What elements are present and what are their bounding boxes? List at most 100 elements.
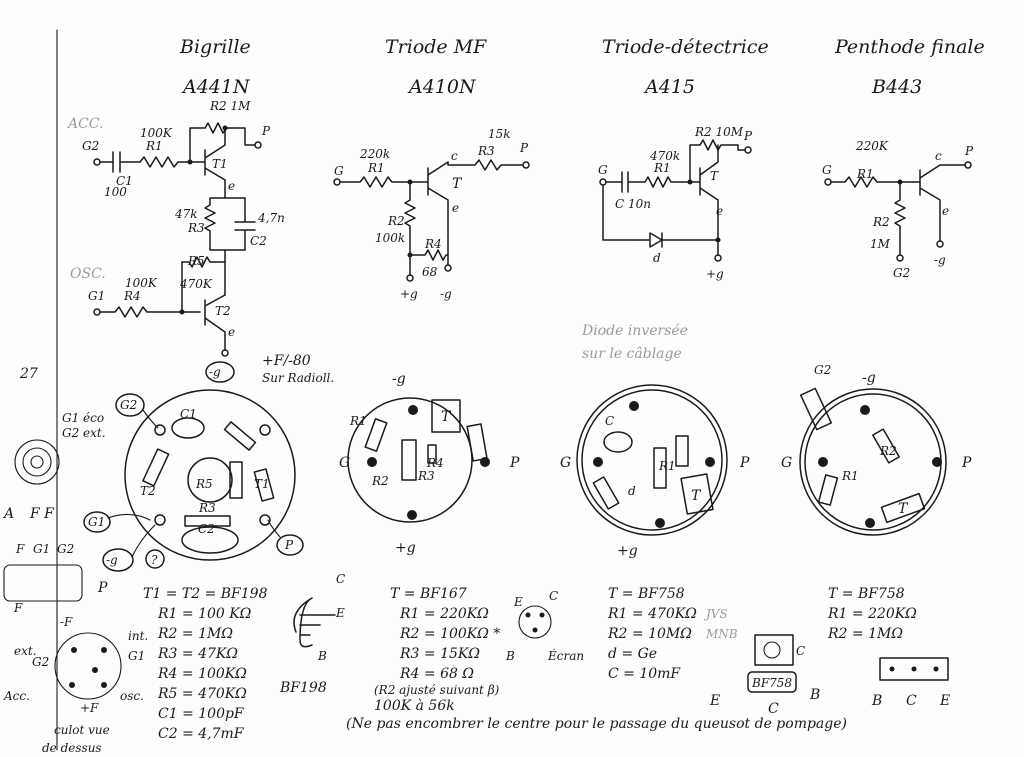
r2-value-2: 100k xyxy=(375,231,405,245)
parts1-line-5: R5 = 470KΩ xyxy=(157,686,247,702)
t1-p-label: P xyxy=(261,124,271,138)
base1-g2-bubble: G2 xyxy=(120,398,137,412)
e-label-4: e xyxy=(942,204,949,218)
col1-ref: A441N xyxy=(181,76,251,98)
g2-terminal xyxy=(93,158,101,166)
pin-f-top: F xyxy=(15,542,25,556)
pin-osc: osc. xyxy=(120,689,144,703)
bf758-name: BF758 xyxy=(751,676,792,690)
c1-value: 100 xyxy=(104,185,127,199)
base3-d: d xyxy=(628,484,636,498)
r4-resistor xyxy=(99,306,201,318)
base1-g-bubble: -g xyxy=(106,553,118,567)
r1-label: R1 xyxy=(145,139,163,153)
r5-value: 470K xyxy=(179,277,213,291)
parts3-line-2: R2 = 10MΩ xyxy=(607,626,692,642)
base3-c: C xyxy=(605,414,614,428)
parts4-line-1: R1 = 220KΩ xyxy=(827,606,917,622)
base1-g1-bubble: G1 xyxy=(88,515,105,529)
parts2-line-2: R2 = 100KΩ * xyxy=(399,626,500,642)
base2-minus-g: -g xyxy=(392,371,406,387)
r2-label-2: R2 xyxy=(387,214,405,228)
r4-value: 100K xyxy=(125,276,158,290)
base4-minus-g: -g xyxy=(862,370,876,386)
c2-value: 4,7n xyxy=(257,211,285,225)
pin-f-bottom: F xyxy=(13,601,23,615)
r4-label-2: R4 xyxy=(424,237,442,251)
parts-list-4: T = BF758 R1 = 220KΩ R2 = 1MΩ B C E xyxy=(827,586,950,709)
ff-note: +F/-80 xyxy=(262,353,311,369)
bf167-b: B xyxy=(505,649,515,663)
bf758-c: C xyxy=(768,701,779,717)
base2-r1: R1 xyxy=(349,414,367,428)
c2-label: C2 xyxy=(250,234,267,248)
p-label-2: P xyxy=(519,141,529,155)
triode-detectrice-base-drawing: C d R1 T G P +g xyxy=(560,384,750,559)
base2-p: P xyxy=(509,455,520,471)
e-label-3: e xyxy=(716,204,723,218)
parts3-line-0: T = BF758 xyxy=(608,586,685,602)
minus-g-circle xyxy=(205,361,235,383)
plus-g-2: +g xyxy=(400,287,418,301)
bf198-e: E xyxy=(335,606,345,620)
plus-g-3: +g xyxy=(706,267,724,281)
parts1-line-4: R4 = 100KΩ xyxy=(157,666,247,682)
r2-label-4: R2 xyxy=(872,215,890,229)
r1-value-3: 470k xyxy=(649,149,680,163)
c-label-2: c xyxy=(451,149,458,163)
d-label-3: d xyxy=(653,251,661,265)
penthode-base-drawing: G2 -g R2 R1 T G P xyxy=(781,363,972,536)
r1-value-2: 220k xyxy=(359,147,390,161)
r2-value-4: 1M xyxy=(870,237,891,251)
parts1-line-0: T1 = T2 = BF198 xyxy=(143,586,268,602)
bf198-b: B xyxy=(317,649,327,663)
base1-p-bubble: P xyxy=(284,538,294,552)
acc-label: ACC. xyxy=(66,116,104,132)
col2-ref: A410N xyxy=(407,76,477,98)
base3-g: G xyxy=(560,455,571,471)
t2-e-label: e xyxy=(228,325,235,339)
parts3-line-3: d = Ge xyxy=(608,646,657,662)
r4-label: R4 xyxy=(123,289,141,303)
pin-g2-label: G2 ext. xyxy=(62,426,106,440)
base3-p: P xyxy=(739,455,750,471)
parts2-line-1: R1 = 220KΩ xyxy=(399,606,489,622)
bf758-pinout: C BF758 E C B xyxy=(709,634,820,717)
g1-label: G1 xyxy=(88,289,105,303)
pin-g1-bottom: G1 xyxy=(128,649,145,663)
triode-detectrice-schematic: G C 10n R1 470k P R2 10M T e d +g Diode … xyxy=(581,125,753,362)
parts1-line-6: C1 = 100pF xyxy=(158,706,245,722)
pinout4-e: E xyxy=(939,693,950,709)
parts2-range: 100K à 56k xyxy=(374,698,455,714)
radio-note: Sur Radioll. xyxy=(262,371,334,385)
pin-ext: ext. xyxy=(14,644,37,658)
r4-value-2: 68 xyxy=(422,265,438,279)
t1-label: T1 xyxy=(212,157,228,171)
t2-label: T2 xyxy=(215,304,231,318)
col3-title: Triode-détectrice xyxy=(602,36,769,58)
triode-mf-schematic: G R1 220k T c e P R3 15k R2 100k R4 68 +… xyxy=(333,127,530,301)
parts3-ref-1: JVS xyxy=(703,607,728,621)
base1-c2: C2 xyxy=(198,522,215,536)
base4-t: T xyxy=(898,501,909,517)
r3-label: R3 xyxy=(187,221,205,235)
parts-list-1: T1 = T2 = BF198 R1 = 100 KΩ R2 = 1MΩ R3 … xyxy=(143,586,268,742)
g2-label: G2 xyxy=(82,139,99,153)
col1-title: Bigrille xyxy=(179,36,251,58)
base2-r2: R2 xyxy=(371,474,389,488)
base3-t: T xyxy=(691,488,702,504)
bf167-screen: Écran xyxy=(547,648,584,663)
base4-p: P xyxy=(961,455,972,471)
t-label-2: T xyxy=(452,176,463,192)
parts-list-3: T = BF758 R1 = 470KΩ R2 = 10MΩ d = Ge C … xyxy=(607,586,738,682)
t-label-3: T xyxy=(710,169,719,183)
r1-resistor xyxy=(139,156,191,168)
col4-title: Penthode finale xyxy=(834,36,985,58)
base3-r1: R1 xyxy=(658,459,676,473)
parts2-line-0: T = BF167 xyxy=(390,586,467,602)
parts1-line-7: C2 = 4,7mF xyxy=(158,726,245,742)
bigrille-schematic: ACC. OSC. G2 C1 100 R1 100K P R2 1M T1 e… xyxy=(66,99,334,385)
g-label-3: G xyxy=(598,163,608,177)
triode-mf-base-drawing: -g T R1 R2 R3 R4 G P +g xyxy=(339,371,520,556)
